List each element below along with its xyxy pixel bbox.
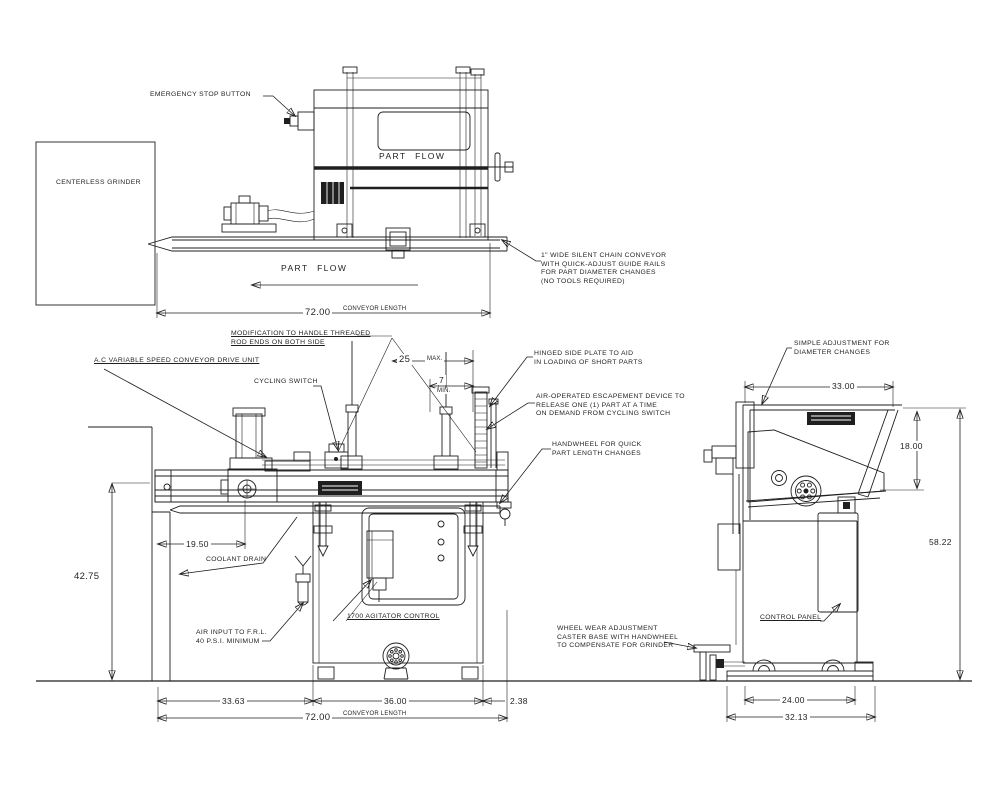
escapement-device [471, 386, 490, 469]
guide-rail [262, 459, 505, 466]
grinder-outline [35, 141, 156, 306]
panel-knob [437, 538, 445, 546]
cabinet-side [726, 496, 874, 682]
parts-in-hopper [747, 429, 885, 503]
drip-pan [169, 505, 501, 514]
dim-7-suffix: MIN. [435, 388, 453, 394]
control-panel-label: CONTROL PANEL [760, 614, 822, 621]
hinged-leader [490, 356, 533, 406]
drive-leader [103, 368, 266, 457]
hinged-plate-note: HINGED SIDE PLATE TO AID IN LOADING OF S… [534, 350, 643, 366]
emergency-stop-button [284, 111, 315, 131]
caster-note: WHEEL WEAR ADJUSTMENT CASTER BASE WITH H… [557, 625, 679, 650]
chain-conveyor-note: 1" WIDE SILENT CHAIN CONVEYOR WITH QUICK… [541, 252, 667, 285]
centerless-grinder-label: CENTERLESS GRINDER [56, 179, 141, 186]
drive-unit-label: A.C VARIABLE SPEED CONVEYOR DRIVE UNIT [94, 357, 260, 364]
coolant-leader [180, 516, 298, 574]
agitator-motor [382, 642, 410, 680]
adjustment-rods [313, 502, 483, 558]
estop-leader [263, 95, 295, 116]
dim-2-38-label: 2.38 [508, 696, 530, 706]
dim-72-top-label: 72.00 [303, 307, 333, 318]
nameplate-side [807, 412, 855, 425]
dim-25-label: 25 [397, 354, 413, 365]
adjustment-leader [762, 347, 792, 404]
cycling-leader [313, 385, 338, 450]
panel-knob [437, 520, 445, 528]
diameter-adjustment [703, 401, 755, 645]
agitator-leader [332, 580, 371, 622]
front-view-linework [88, 335, 551, 722]
caster-wheels [752, 659, 845, 672]
side-view-linework [663, 347, 966, 722]
air-input-note: AIR INPUT TO F.R.L. 40 P.S.I. MINIMUM [196, 629, 267, 645]
cabinet-front [312, 501, 484, 680]
escapement-leader [487, 402, 535, 429]
handwheel-top [488, 152, 514, 182]
dim-25-suffix: MAX. [425, 356, 445, 362]
coolant-drain-label: COOLANT DRAIN [206, 556, 267, 563]
dim-19-50-label: 19.50 [184, 539, 211, 549]
dim-18-00-label: 18.00 [898, 441, 925, 451]
agitator-control-box [366, 530, 394, 579]
dim-72-bottom-suffix: CONVEYOR LENGTH [341, 711, 409, 717]
hopper-side [742, 404, 902, 663]
dim-58-22-label: 58.22 [927, 537, 954, 547]
grinder-wall [88, 426, 171, 681]
dim-72-top-suffix: CONVEYOR LENGTH [341, 306, 409, 312]
chain-note-leader [502, 240, 541, 262]
dim-42-75-label: 42.75 [72, 571, 102, 582]
frl-unit [294, 555, 312, 606]
control-panel-box [817, 512, 859, 613]
simple-adjustment-note: SIMPLE ADJUSTMENT FOR DIAMETER CHANGES [794, 340, 890, 356]
sprocket [771, 470, 822, 507]
cycling-switch-label: CYCLING SWITCH [254, 378, 318, 385]
part-flow-machine-label: PART FLOW [379, 151, 446, 161]
caster-base [693, 644, 745, 681]
hopper-top [313, 66, 489, 259]
emergency-stop-label: EMERGENCY STOP BUTTON [150, 91, 251, 98]
part-flow-conveyor-label: PART FLOW [281, 263, 348, 273]
dim-7-label: 7 [437, 375, 447, 385]
dim-72-bottom-label: 72.00 [303, 712, 333, 723]
control-panel-leader [820, 604, 840, 622]
handwheel-leader [500, 448, 551, 503]
conveyor-beam [154, 451, 509, 514]
dim-36-00-label: 36.00 [382, 696, 409, 706]
handwheel-note: HANDWHEEL FOR QUICK PART LENGTH CHANGES [552, 441, 642, 457]
dim-24-00-label: 24.00 [780, 695, 807, 705]
nameplate-front [318, 481, 362, 495]
dim-33-63-label: 33.63 [220, 696, 247, 706]
modification-note: MODIFICATION TO HANDLE THREADED ROD ENDS… [231, 330, 371, 346]
guide-posts [340, 341, 459, 470]
agitator-control-label: 1700 AGITATOR CONTROL [347, 613, 440, 620]
panel-knob [437, 554, 445, 562]
drive-motor-top [221, 195, 315, 233]
dim-33-00-label: 33.00 [830, 381, 857, 391]
dim-32-13-label: 32.13 [783, 712, 810, 722]
escapement-note: AIR-OPERATED ESCAPEMENT DEVICE TO RELEAS… [536, 393, 685, 418]
drive-unit-front [220, 407, 311, 503]
conveyor-rail-top [147, 236, 508, 252]
air-leader [262, 603, 303, 642]
caster-leader [663, 641, 696, 648]
top-view-linework [35, 66, 541, 318]
